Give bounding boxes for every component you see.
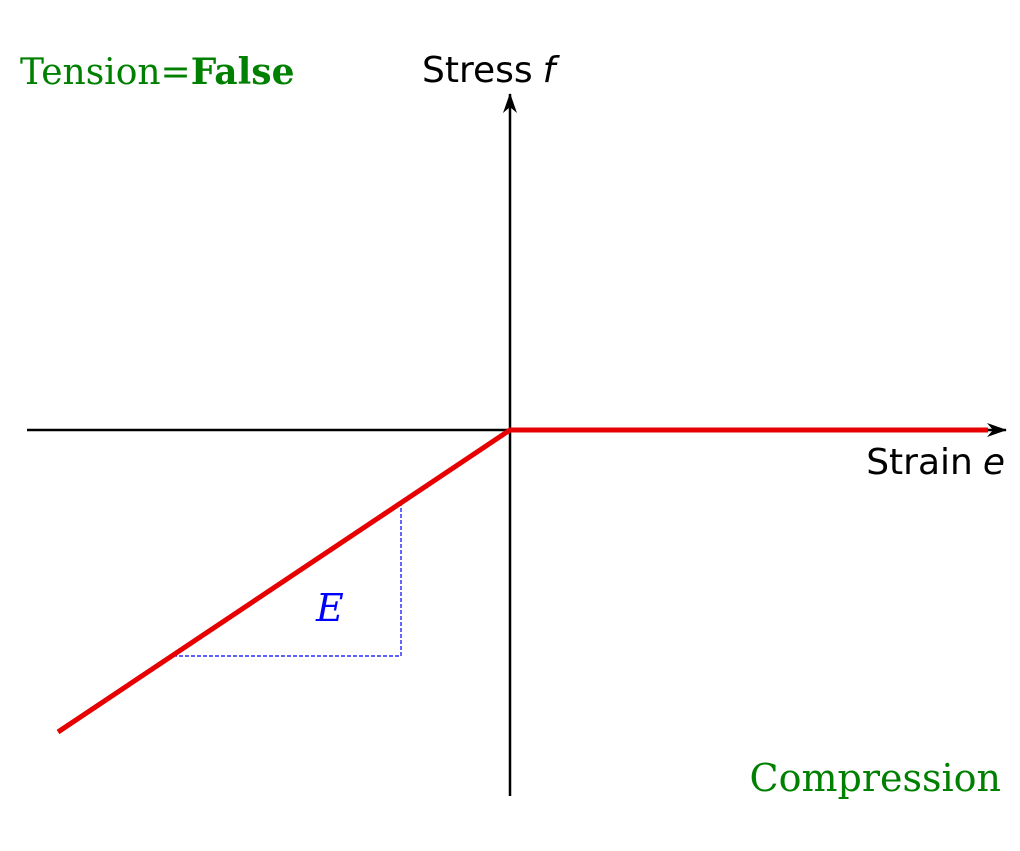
tension-flag-label: Tension=False xyxy=(20,51,294,93)
tension-value: False xyxy=(191,51,295,93)
tension-prefix: Tension= xyxy=(20,52,191,93)
slope-triangle xyxy=(173,500,402,657)
slope-label: E xyxy=(315,586,344,630)
strain-symbol: e xyxy=(983,442,1005,483)
stress-symbol: f xyxy=(543,50,561,91)
stress-word: Stress xyxy=(422,50,533,91)
strain-word: Strain xyxy=(866,442,973,483)
stress-strain-curve xyxy=(56,427,988,735)
compression-label: Compression xyxy=(750,756,1001,800)
